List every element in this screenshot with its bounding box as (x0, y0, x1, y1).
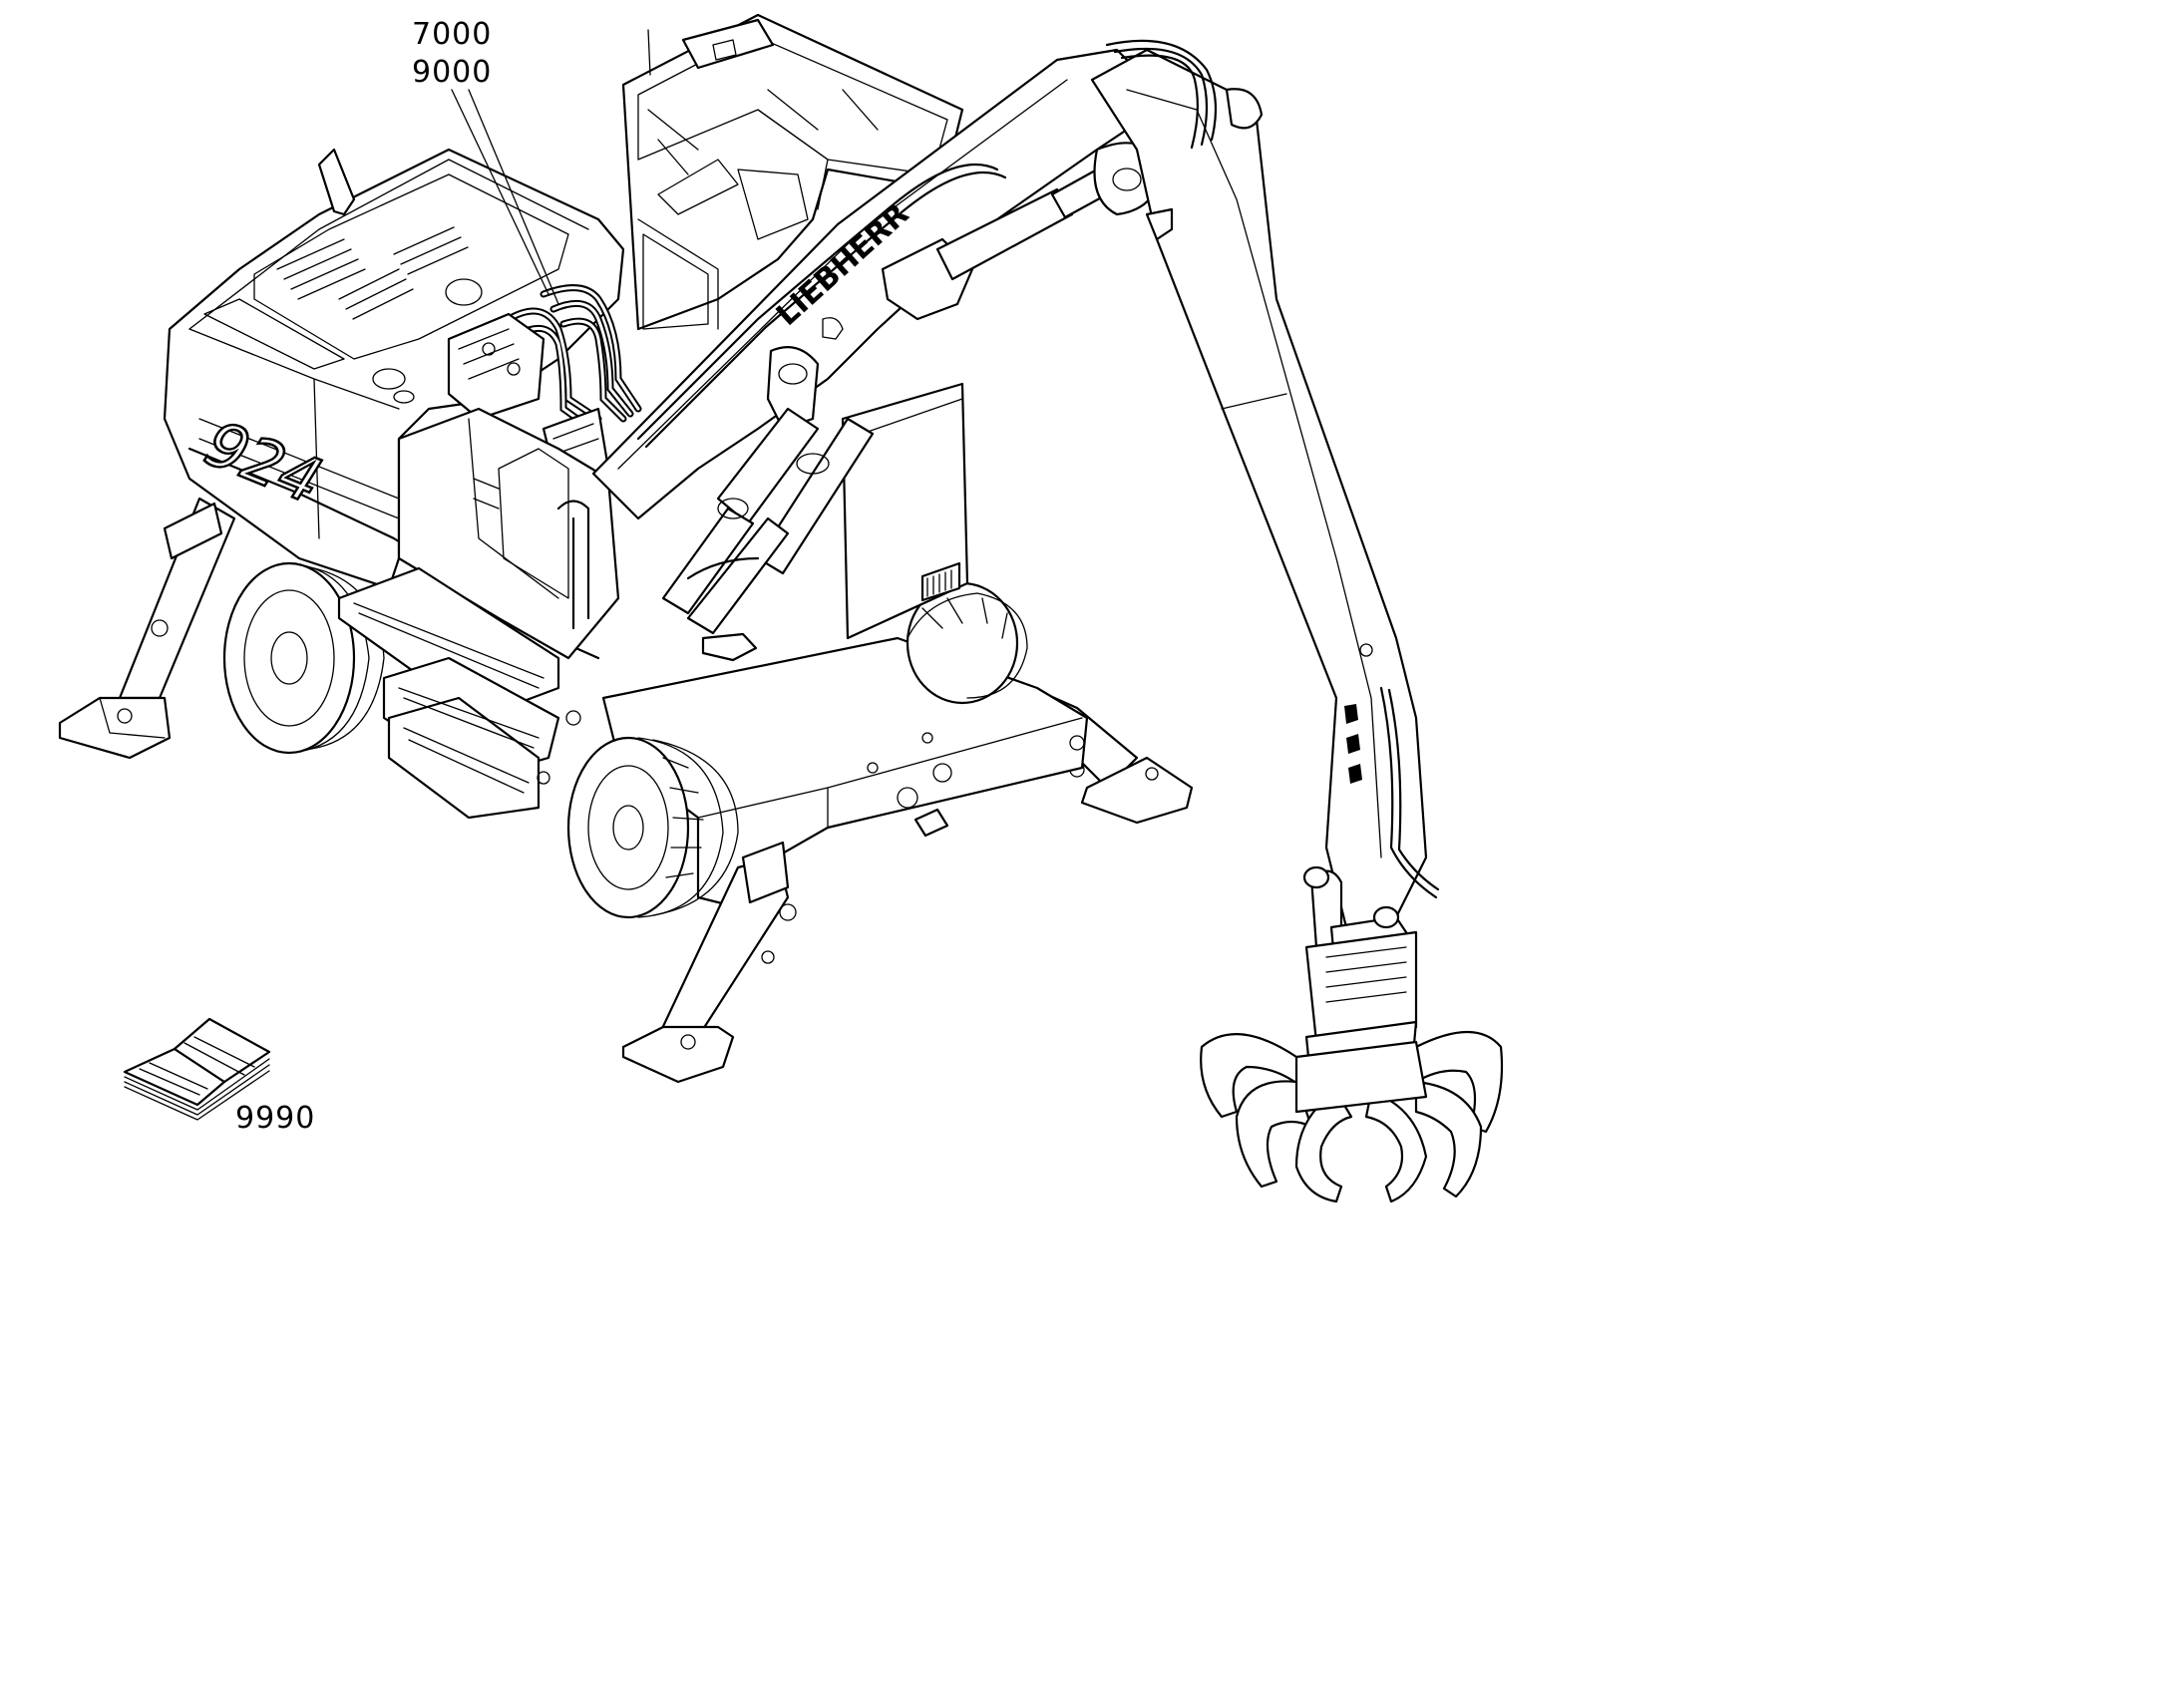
front-left-outrigger (621, 841, 797, 1084)
wheel-rear-right (906, 581, 1028, 705)
hazard-stripes (1344, 704, 1362, 784)
stick-arm (1090, 39, 1440, 929)
vent-grille (276, 226, 469, 320)
front-housing (397, 407, 620, 660)
operator-cab (621, 13, 964, 331)
callout-part-9000: 9000 (412, 55, 493, 90)
material-handler-illustration: 924 (58, 13, 1504, 1203)
callout-leaders (451, 89, 559, 305)
operators-manual-book-icon (123, 1017, 271, 1121)
callout-part-7000: 7000 (412, 17, 493, 52)
upper-carriage: 924 (163, 148, 625, 660)
hydraulic-hose-bundle (505, 284, 642, 431)
orange-peel-grapple (1200, 865, 1504, 1203)
boom-cylinders (661, 407, 875, 635)
wheel-rear-left (222, 561, 385, 755)
wheel-front-left (566, 736, 739, 919)
rear-left-outrigger (58, 497, 236, 760)
access-steps (337, 566, 581, 820)
callout-part-9990: 9990 (235, 1101, 316, 1136)
stick-cylinder (935, 142, 1164, 281)
